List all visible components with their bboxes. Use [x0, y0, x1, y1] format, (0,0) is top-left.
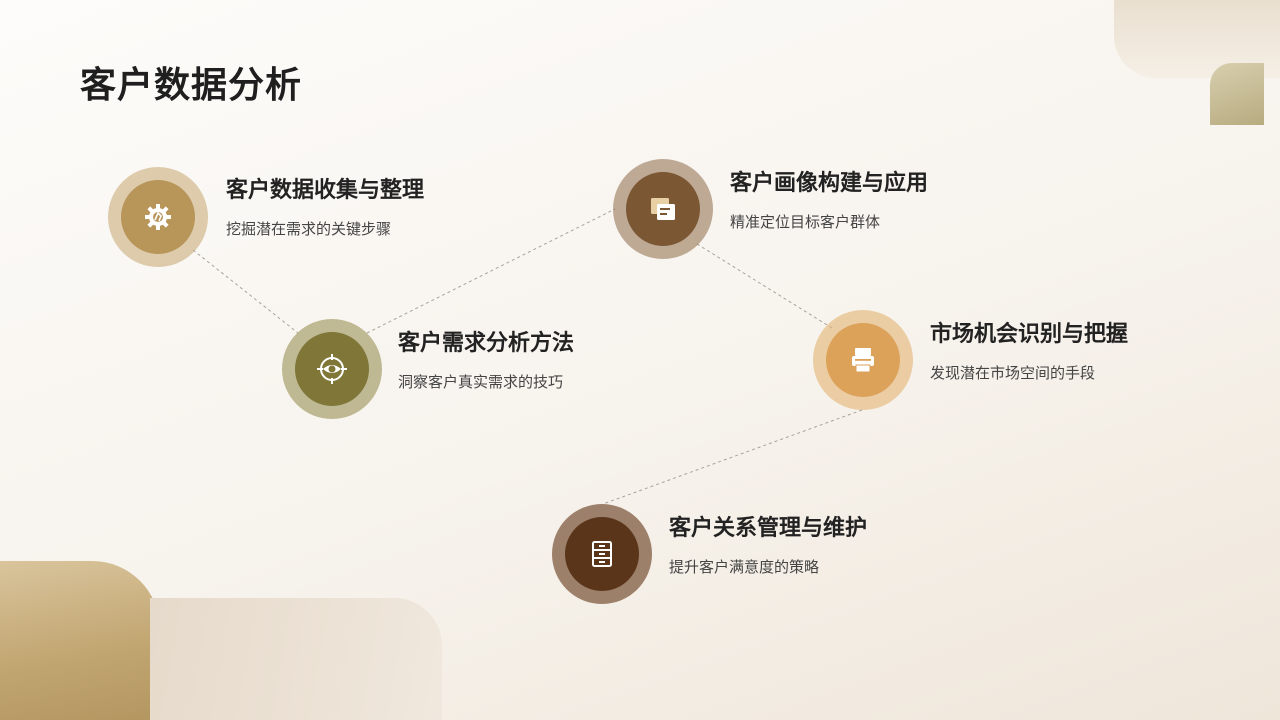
step-node-4	[813, 310, 913, 410]
step-label-3: 客户画像构建与应用 精准定位目标客户群体	[730, 165, 928, 232]
step-heading: 客户画像构建与应用	[730, 171, 929, 196]
documents-icon	[651, 198, 675, 220]
step-description: 洞察客户真实需求的技巧	[398, 373, 564, 391]
connector-4-5	[602, 409, 863, 505]
step-heading: 客户关系管理与维护	[669, 516, 868, 541]
decor-shape-bottom-left	[0, 561, 160, 720]
target-eye-icon	[317, 354, 347, 384]
step-description: 提升客户满意度的策略	[669, 558, 820, 576]
step-heading: 客户数据收集与整理	[226, 178, 425, 203]
printer-icon	[852, 348, 874, 373]
node-inner-circle	[121, 180, 195, 254]
connector-1-2	[192, 249, 299, 334]
connector-2-3	[366, 208, 616, 334]
step-label-1: 客户数据收集与整理 挖掘潜在需求的关键步骤	[226, 172, 424, 239]
step-description: 发现潜在市场空间的手段	[930, 364, 1096, 382]
node-inner-circle	[295, 332, 369, 406]
node-inner-circle	[826, 323, 900, 397]
gear-icon	[145, 204, 171, 230]
step-description: 精准定位目标客户群体	[730, 213, 881, 231]
step-node-3	[613, 159, 713, 259]
step-label-2: 客户需求分析方法 洞察客户真实需求的技巧	[398, 325, 574, 392]
step-node-5	[552, 504, 652, 604]
cabinet-icon	[592, 541, 612, 567]
step-heading: 客户需求分析方法	[398, 331, 575, 356]
decor-panel-bottom-left	[150, 598, 442, 720]
step-node-1	[108, 167, 208, 267]
step-heading: 市场机会识别与把握	[930, 322, 1129, 347]
step-label-5: 客户关系管理与维护 提升客户满意度的策略	[669, 510, 867, 577]
page-title: 客户数据分析	[80, 65, 303, 106]
connector-3-4	[696, 243, 833, 329]
node-inner-circle	[565, 517, 639, 591]
step-label-4: 市场机会识别与把握 发现潜在市场空间的手段	[930, 316, 1128, 383]
step-node-2	[282, 319, 382, 419]
decor-accent-top-right	[1210, 63, 1264, 125]
step-description: 挖掘潜在需求的关键步骤	[226, 220, 392, 238]
node-inner-circle	[626, 172, 700, 246]
